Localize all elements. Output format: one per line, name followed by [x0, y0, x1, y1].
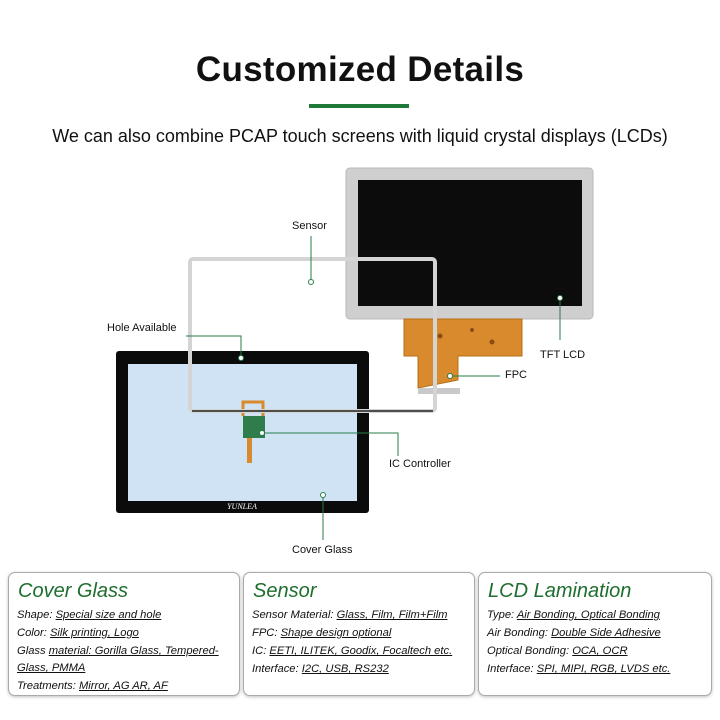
page-title: Customized Details [195, 50, 525, 89]
leader-dots [238, 279, 563, 498]
spec-line: Interface: I2C, USB, RS232 [252, 663, 389, 675]
callout-cover-glass: Cover Glass [292, 544, 353, 556]
spec-line: IC: EETI, ILITEK, Goodix, Focaltech etc. [252, 645, 453, 657]
spec-line: FPC: Shape design optional [252, 627, 392, 639]
title-underline [309, 104, 409, 108]
spec-line: Optical Bonding: OCA, OCR [487, 645, 628, 657]
sensor-film [188, 257, 437, 413]
leader-ic [262, 432, 399, 456]
fpc-connector [418, 388, 460, 394]
spec-line: Sensor Material: Glass, Film, Film+Film [252, 609, 448, 621]
callout-ic-controller: IC Controller [389, 458, 451, 470]
spec-line: Color: Silk printing, Logo [17, 627, 139, 639]
lcd-lamination-box: LCD Lamination Type: Air Bonding, Optica… [478, 572, 712, 696]
sensor-box: Sensor Sensor Material: Glass, Film, Fil… [243, 572, 475, 696]
box-title: LCD Lamination [488, 580, 632, 602]
leader-lines [186, 236, 561, 540]
brand-logo: YUNLEA [227, 502, 257, 511]
fpc-component [470, 328, 474, 332]
sensor-fpc-tail [247, 438, 252, 463]
spec-line: Air Bonding: Double Side Adhesive [487, 627, 661, 639]
box-title: Sensor [253, 580, 317, 602]
callout-hole-available: Hole Available [107, 322, 177, 334]
cover-glass-box: Cover Glass Shape: Special size and hole… [8, 572, 240, 696]
tft-lcd-module [345, 167, 594, 394]
spec-line: Glass material: Gorilla Glass, Tempered-… [17, 645, 219, 674]
spec-line: Interface: SPI, MIPI, RGB, LVDS etc. [487, 663, 671, 675]
exploded-display-diagram: YUNLEA [116, 167, 594, 540]
fpc-component [437, 333, 443, 339]
cover-glass-module: YUNLEA [116, 351, 369, 513]
leader-hole [186, 335, 242, 356]
box-title: Cover Glass [18, 580, 129, 602]
fpc-component [489, 339, 495, 345]
callout-tft-lcd: TFT LCD [540, 349, 586, 361]
tft-lcd-screen [358, 180, 582, 306]
callout-sensor: Sensor [292, 220, 327, 232]
page-subtitle: We can also combine PCAP touch screens w… [52, 126, 668, 146]
spec-line: Shape: Special size and hole [17, 609, 162, 621]
spec-line: Treatments: Mirror, AG AR, AF [17, 680, 168, 692]
spec-line: Type: Air Bonding, Optical Bonding [487, 609, 660, 621]
callout-fpc: FPC [505, 369, 527, 381]
